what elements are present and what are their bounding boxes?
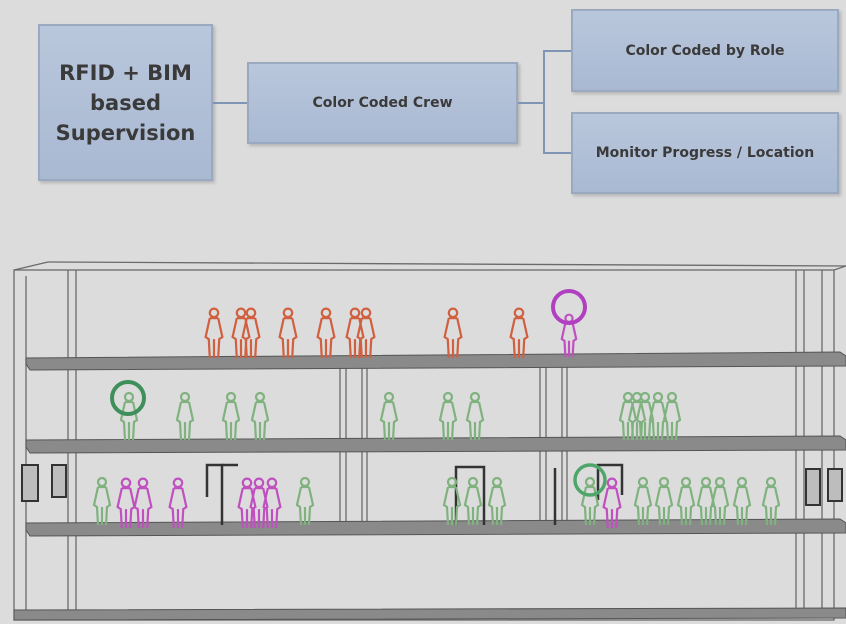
worker-green-figure [662, 391, 682, 441]
floor-slabs [13, 351, 846, 621]
worker-green-figure [463, 476, 483, 526]
worker-magenta-figure [262, 477, 282, 529]
worker-green-figure [654, 476, 674, 526]
worker-red-figure [278, 307, 298, 359]
worker-red-figure [443, 307, 463, 359]
worker-green-figure [710, 476, 730, 526]
connector-crew-branch [518, 102, 544, 104]
worker-green-figure [92, 476, 112, 526]
worker-green-figure [438, 391, 458, 441]
worker-magenta-figure [602, 477, 622, 529]
worker-green-figure [295, 476, 315, 526]
worker-green-figure [487, 476, 507, 526]
worker-green-figure [379, 391, 399, 441]
worker-green-figure [732, 476, 752, 526]
color-coded-by-role-box: Color Coded by Role [571, 9, 839, 92]
highlight-circle-green-right [573, 463, 607, 497]
worker-green-figure [761, 476, 781, 526]
worker-red-figure [356, 307, 376, 359]
worker-green-figure [580, 476, 600, 526]
monitor-progress-location-box: Monitor Progress / Location [571, 112, 839, 194]
worker-magenta-figure [237, 477, 257, 529]
connector-root-crew [213, 102, 247, 104]
worker-green-figure [696, 476, 716, 526]
worker-green-figure [221, 391, 241, 441]
worker-green-figure [465, 391, 485, 441]
worker-green-figure [676, 476, 696, 526]
color-coded-crew-box: Color Coded Crew [247, 62, 518, 144]
door-frames [205, 463, 624, 525]
worker-green-figure [250, 391, 270, 441]
side-windows [21, 464, 843, 506]
worker-red-figure [204, 307, 224, 359]
worker-magenta-figure [116, 477, 136, 529]
worker-red-figure [231, 307, 251, 359]
connector-branch-monitor [543, 152, 571, 154]
highlight-circle-green-left [110, 380, 146, 416]
worker-green-figure [119, 391, 139, 441]
worker-green-figure [175, 391, 195, 441]
worker-magenta-figure [133, 477, 153, 529]
worker-red-figure [316, 307, 336, 359]
connector-branch-role [543, 50, 571, 52]
worker-red-figure [509, 307, 529, 359]
worker-red-figure [345, 307, 365, 359]
worker-magenta-figure [168, 477, 188, 529]
rfid-bim-supervision-box: RFID + BIM based Supervision [38, 24, 213, 181]
highlight-circle-magenta [551, 289, 587, 325]
worker-green-figure [442, 476, 462, 526]
worker-red-figure [241, 307, 261, 359]
connector-branch-vertical [543, 50, 545, 154]
worker-green-figure [633, 476, 653, 526]
